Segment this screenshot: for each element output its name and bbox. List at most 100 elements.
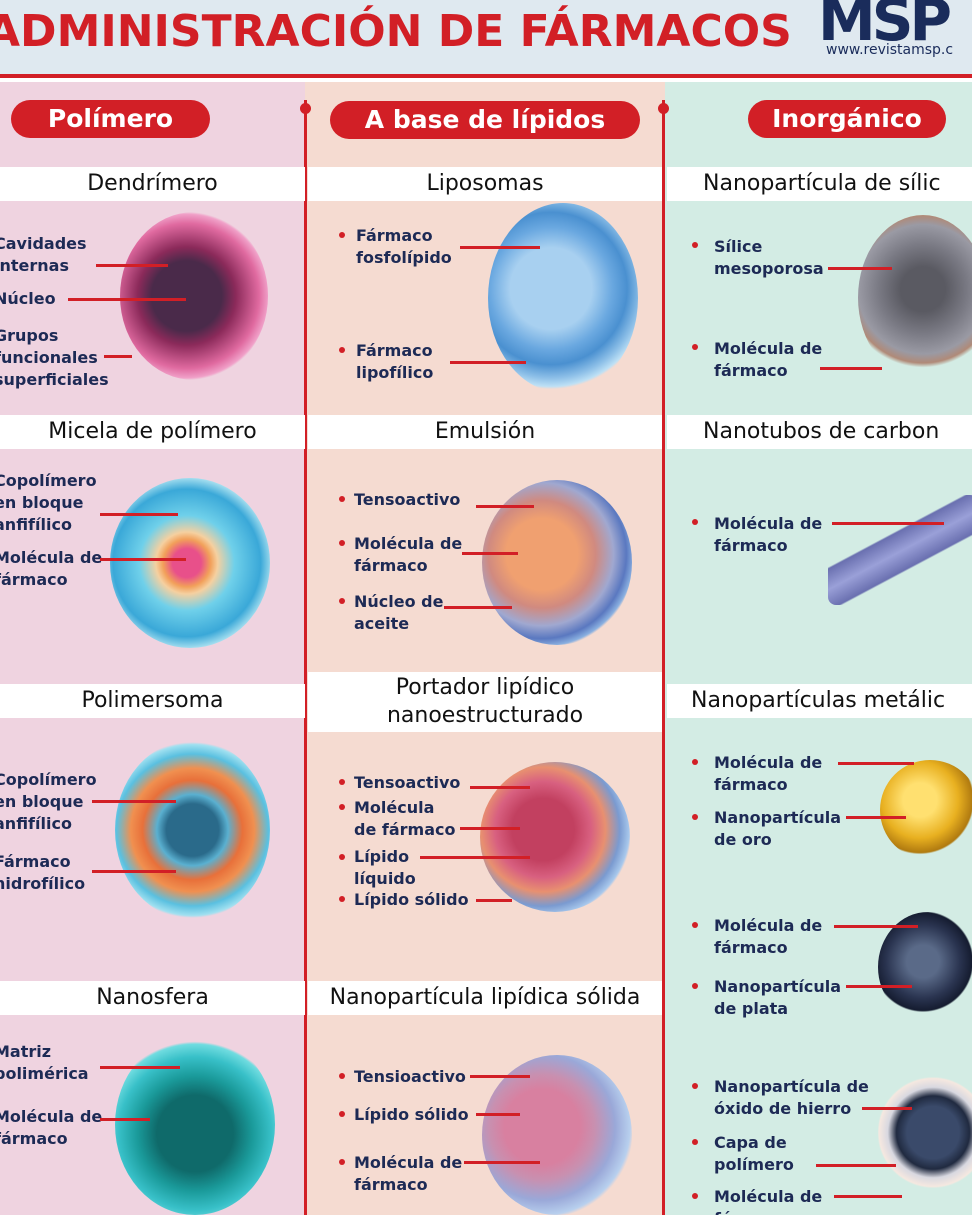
label-nucleus: Núcleo (0, 289, 56, 308)
label-mesoporous-silica: Sílice mesoporosa (714, 237, 824, 278)
sln-illustration (482, 1055, 632, 1215)
page-title: ADMINISTRACIÓN DE FÁRMACOS (0, 6, 792, 57)
section-title-polymer-micelle: Micela de polímero (0, 415, 305, 449)
bullet-dot (692, 922, 698, 928)
bullet-dot (339, 1073, 345, 1079)
section-title-liposomes: Liposomas (308, 167, 662, 201)
silver-nanoparticle-illustration (878, 912, 972, 1022)
bullet-dot (692, 1083, 698, 1089)
label-drug-molecule: Molécula de fármaco (0, 548, 103, 589)
label-drug-molecule-8: Molécula de fármaco (714, 753, 823, 794)
dendrimer-illustration (120, 212, 268, 380)
label-tensioactive: Tensioactivo (354, 1067, 466, 1086)
leader-line (92, 800, 176, 803)
gold-nanoparticle-illustration (880, 760, 972, 860)
label-oil-core: Núcleo de aceite (354, 592, 444, 633)
label-gold-nanoparticle: Nanopartícula de oro (714, 808, 841, 849)
bullet-dot (339, 779, 345, 785)
label-amphiphilic-copolymer: Copolímero en bloque anfifílico (0, 471, 97, 534)
label-drug-molecule-7: Molécula de fármaco (714, 514, 823, 555)
leader-line (838, 762, 914, 765)
logo: MSP (818, 0, 952, 54)
label-surface-groups: Grupos funcionales superficiales (0, 326, 109, 389)
label-solid-lipid: Lípido sólido (354, 890, 469, 909)
bullet-dot (339, 854, 345, 860)
divider-dot (658, 103, 669, 114)
polymer-heading: Polímero (11, 100, 210, 138)
label-amphiphilic-copolymer-2: Copolímero en bloque anfifílico (0, 770, 97, 833)
section-title-polymersome: Polimersoma (0, 684, 305, 718)
label-surfactant: Tensoactivo (354, 490, 461, 509)
section-title-nanosphere: Nanosfera (0, 981, 305, 1015)
section-title-emulsion: Emulsión (308, 415, 662, 449)
bullet-dot (339, 232, 345, 238)
leader-line (828, 267, 892, 270)
leader-line (820, 367, 882, 370)
bullet-dot (339, 896, 345, 902)
label-iron-oxide-nanoparticle: Nanopartícula de óxido de hierro (714, 1077, 869, 1118)
label-hydrophilic-drug: Fármaco hidrofílico (0, 852, 86, 893)
leader-line (450, 361, 526, 364)
leader-line (444, 606, 512, 609)
leader-line (470, 786, 530, 789)
leader-line (846, 985, 912, 988)
section-title-sln: Nanopartícula lipídica sólida (308, 981, 662, 1015)
label-drug-molecule-5: Molécula de fármaco (354, 1153, 463, 1194)
label-drug-molecule-10: Molécula de fármaco (714, 1187, 823, 1215)
bullet-dot (692, 242, 698, 248)
leader-line (464, 1161, 540, 1164)
section-title-dendrimer: Dendrímero (0, 167, 305, 201)
site-url[interactable]: www.revistamsp.c (826, 42, 954, 58)
label-phospholipid-drug: Fármaco fosfolípido (356, 226, 452, 267)
polymersome-illustration (115, 740, 270, 920)
leader-line (68, 298, 186, 301)
leader-line (100, 513, 178, 516)
leader-line (476, 505, 534, 508)
leader-line (470, 1075, 530, 1078)
label-silver-nanoparticle: Nanopartícula de plata (714, 977, 841, 1018)
divider-dot (300, 103, 311, 114)
leader-line (834, 1195, 902, 1198)
bullet-dot (692, 1193, 698, 1199)
leader-line (834, 925, 918, 928)
label-drug-molecule-6: Molécula de fármaco (714, 339, 823, 380)
leader-line (100, 558, 186, 561)
leader-line (832, 522, 944, 525)
label-solid-lipid-2: Lípido sólido (354, 1105, 469, 1124)
leader-line (96, 264, 168, 267)
bullet-dot (339, 496, 345, 502)
label-drug-molecule-4: Molécula de fármaco (354, 798, 456, 839)
label-drug-molecule-2: Molécula de fármaco (0, 1107, 103, 1148)
leader-line (462, 552, 518, 555)
label-polymer-coating: Capa de polímero (714, 1133, 794, 1174)
iron-oxide-nanoparticle-illustration (878, 1065, 972, 1200)
label-liquid-lipid: Lípido líquido (354, 847, 416, 888)
section-title-nlc: Portador lipídico nanoestructurado (308, 672, 662, 732)
bullet-dot (339, 804, 345, 810)
bullet-dot (339, 540, 345, 546)
leader-line (816, 1164, 896, 1167)
inorganic-heading: Inorgánico (748, 100, 946, 138)
polymer-micelle-illustration (110, 478, 270, 648)
leader-line (104, 355, 132, 358)
leader-line (476, 899, 512, 902)
silica-nanoparticle-illustration (858, 215, 972, 380)
leader-line (846, 816, 906, 819)
leader-line (100, 1066, 180, 1069)
label-cavities: Cavidades internas (0, 234, 87, 275)
bullet-dot (692, 759, 698, 765)
column-divider (304, 100, 307, 1215)
leader-line (460, 827, 520, 830)
nlc-illustration (480, 762, 630, 912)
column-divider (662, 100, 665, 1215)
nanosphere-illustration (115, 1034, 275, 1215)
bullet-dot (692, 983, 698, 989)
label-surfactant-2: Tensoactivo (354, 773, 461, 792)
liposome-illustration (488, 203, 638, 393)
label-polymer-matrix: Matriz polimérica (0, 1042, 89, 1083)
bullet-dot (339, 1159, 345, 1165)
leader-line (420, 856, 530, 859)
bullet-dot (692, 1139, 698, 1145)
bullet-dot (692, 519, 698, 525)
bullet-dot (692, 814, 698, 820)
